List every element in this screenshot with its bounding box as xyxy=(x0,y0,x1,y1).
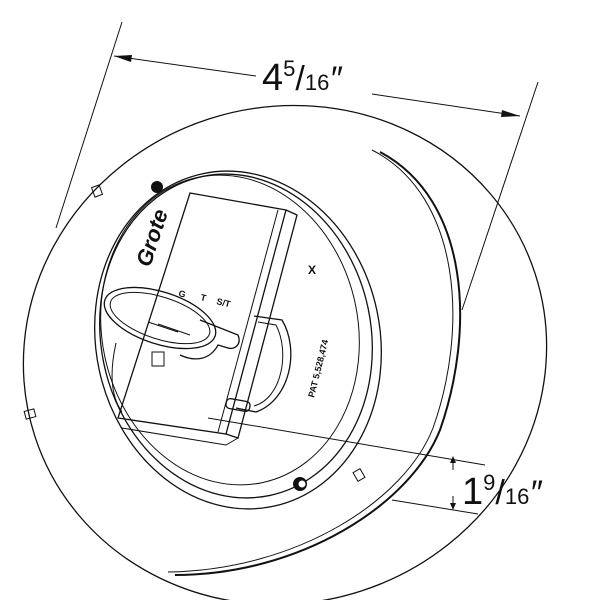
flange-tab-top xyxy=(90,184,104,198)
plug-pins xyxy=(147,321,191,336)
wire-left xyxy=(111,342,123,413)
depth-denominator: 16 xyxy=(504,484,530,509)
depth-unit: ″ xyxy=(529,474,542,512)
depth-arrowhead-top xyxy=(450,456,456,463)
outer-flange xyxy=(22,104,548,600)
depth-numerator: 9 xyxy=(483,470,496,495)
flange-tab-left xyxy=(23,408,37,420)
diameter-arrow-line-right xyxy=(371,93,521,117)
diameter-denominator: 16 xyxy=(304,70,330,95)
connector-housing-edge xyxy=(217,209,279,433)
diameter-label: 45/16″ xyxy=(262,56,342,99)
diameter-unit: ″ xyxy=(329,60,342,98)
side-clip-foot xyxy=(225,397,251,413)
connector-housing-side xyxy=(225,209,298,439)
flange-tab-bottom xyxy=(352,467,366,483)
patent-text: PAT 5,528,474 xyxy=(306,339,330,399)
diameter-extension-right xyxy=(461,81,539,311)
connector-housing-base xyxy=(121,427,239,446)
housing-ring-inner xyxy=(99,173,373,499)
depth-extension-top xyxy=(207,417,486,466)
depth-whole: 1 xyxy=(462,471,484,513)
depth-extension-bottom xyxy=(391,499,479,515)
depth-slash: / xyxy=(495,474,505,512)
side-clip-inner xyxy=(253,321,284,407)
rim-edge-outer xyxy=(174,151,462,576)
depth-label: 19/16″ xyxy=(462,470,542,513)
terminal-label-g: G xyxy=(178,288,187,299)
side-clip xyxy=(235,315,292,413)
plug-outer xyxy=(103,286,217,350)
mounting-stud-top xyxy=(151,181,163,193)
diameter-whole: 4 xyxy=(262,57,284,99)
depth-arrowhead-bottom xyxy=(450,503,456,510)
terminal-label-t: T xyxy=(200,292,208,303)
mounting-stud-bottom-hole xyxy=(298,480,306,488)
plug-body xyxy=(179,319,240,360)
diameter-slash: / xyxy=(295,60,305,98)
plug-latch xyxy=(151,351,165,367)
diameter-arrow-line-left xyxy=(113,55,257,77)
diameter-extension-left xyxy=(55,21,123,229)
plug-inner xyxy=(109,291,211,345)
housing-ring-core xyxy=(100,174,360,486)
housing-ring-outer xyxy=(94,170,382,510)
orientation-marker: X xyxy=(308,263,316,277)
rim-edge-inner xyxy=(167,149,454,573)
arrowhead-right xyxy=(501,110,520,117)
terminal-label-st: S/T xyxy=(216,296,232,309)
arrowhead-left xyxy=(114,55,132,62)
diameter-numerator: 5 xyxy=(283,56,296,81)
